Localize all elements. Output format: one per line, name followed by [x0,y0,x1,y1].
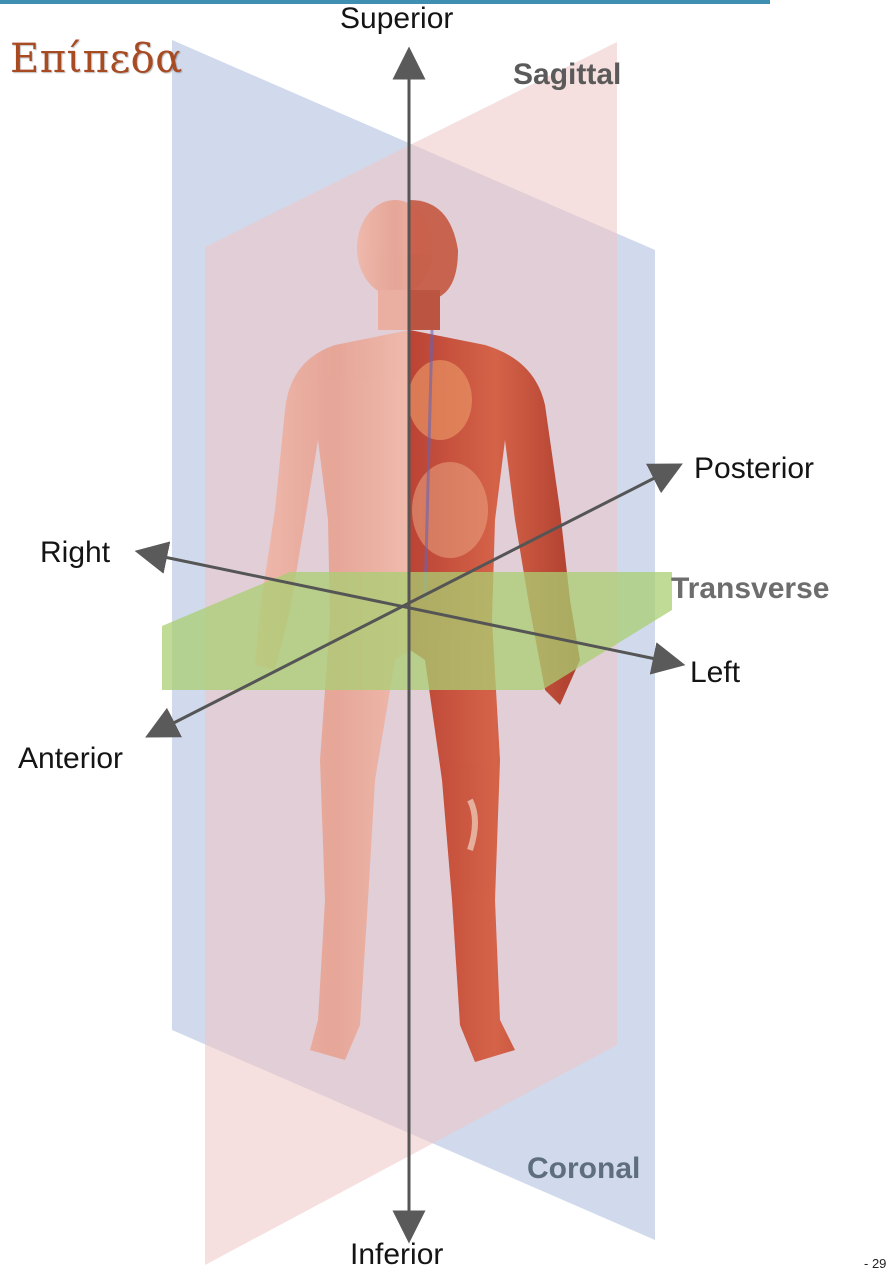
slide-title: Επίπεδα [10,36,183,82]
superior-label: Superior [340,2,453,36]
anterior-label: Anterior [18,742,123,776]
transverse-plane-label: Transverse [671,572,829,606]
posterior-label: Posterior [694,452,814,486]
right-label: Right [40,536,110,570]
sagittal-plane-label: Sagittal [513,58,621,92]
left-label: Left [690,656,740,690]
inferior-label: Inferior [350,1238,443,1272]
page-number: - 29 [864,1256,886,1271]
coronal-plane-label: Coronal [527,1152,640,1186]
